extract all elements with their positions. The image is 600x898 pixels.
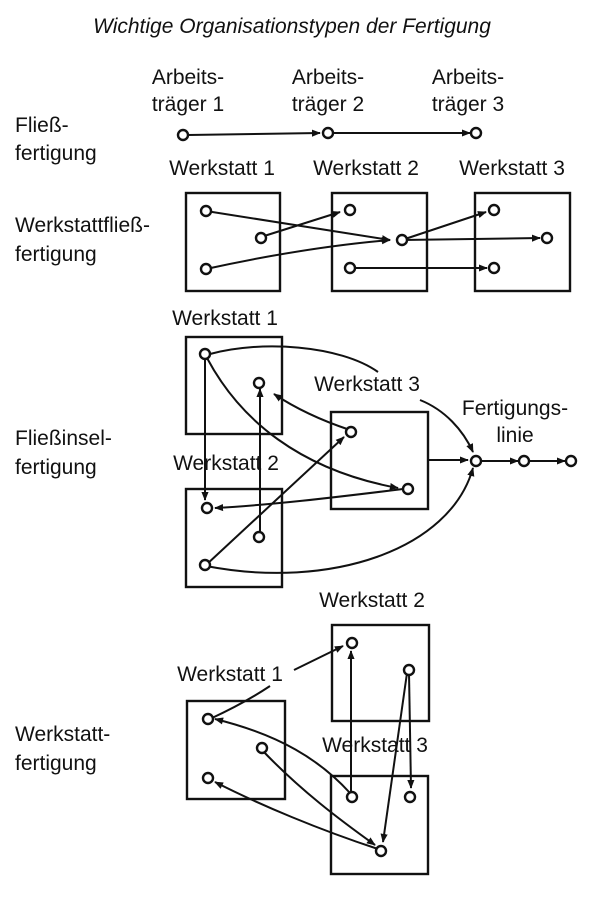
flow-arrow bbox=[401, 211, 487, 241]
workstation-node bbox=[176, 128, 190, 142]
fertigungslinie-node bbox=[517, 454, 531, 468]
flow-curve bbox=[211, 685, 271, 719]
workstation-node bbox=[401, 482, 415, 496]
flow-arrow bbox=[380, 672, 408, 843]
werkstatt-3-box bbox=[473, 191, 572, 293]
workstation-node bbox=[469, 126, 483, 140]
workstation-node bbox=[345, 790, 359, 804]
workstation-node bbox=[487, 261, 501, 275]
werkstatt-1-box bbox=[184, 335, 284, 436]
fertigungslinie-label: Fertigungs- bbox=[462, 397, 568, 420]
arbeitstraeger-1-label: träger 1 bbox=[152, 93, 224, 116]
row-label-werkstattfertigung: Werkstatt- fertigung bbox=[15, 723, 110, 775]
workstation-node bbox=[201, 712, 215, 726]
fertigungslinie-node bbox=[469, 454, 483, 468]
werkstatt-1-label: Werkstatt 1 bbox=[172, 307, 278, 330]
flow-arrow bbox=[260, 211, 341, 238]
workstation-node bbox=[403, 790, 417, 804]
workstation-node bbox=[343, 203, 357, 217]
row-label-line: fertigung bbox=[15, 142, 97, 165]
werkstattfertigung-section: Werkstatt 2 Werkstatt 1 Werkstatt 3 bbox=[177, 589, 431, 876]
werkstatt-3-box bbox=[329, 410, 430, 511]
fliessinselfertigung-section: Werkstatt 1 Werkstatt 3 Werkstatt 2 Fert… bbox=[172, 307, 578, 589]
workstation-node bbox=[402, 663, 416, 677]
flow-arrow bbox=[205, 237, 391, 270]
workstation-node bbox=[199, 262, 213, 276]
werkstatt-2-box bbox=[330, 623, 431, 723]
flow-arrow bbox=[214, 717, 351, 794]
flow-arrow bbox=[407, 672, 415, 789]
werkstatt-3-box bbox=[329, 774, 430, 876]
row-label-line: fertigung bbox=[15, 243, 97, 266]
workstation-node bbox=[344, 425, 358, 439]
flow-arrow bbox=[205, 436, 345, 566]
row-label-werkstattfliessfertigung: Werkstattfließ- fertigung bbox=[15, 214, 150, 266]
werkstatt-1-box bbox=[185, 699, 287, 801]
werkstatt-1-label: Werkstatt 1 bbox=[177, 663, 283, 686]
werkstatt-2-label: Werkstatt 2 bbox=[173, 452, 279, 475]
arbeitstraeger-1-label: Arbeits- bbox=[152, 66, 224, 89]
workstation-node bbox=[201, 771, 215, 785]
flow-arrow bbox=[401, 234, 541, 242]
workstation-node bbox=[395, 233, 409, 247]
workstation-node bbox=[540, 231, 554, 245]
flow-arrow bbox=[206, 357, 399, 491]
row-label-line: Werkstattfließ- bbox=[15, 214, 150, 237]
row-label-line: Fließ- bbox=[15, 114, 69, 137]
row-label-line: fertigung bbox=[15, 752, 97, 775]
flow-arrow bbox=[261, 749, 376, 846]
werkstatt-3-label: Werkstatt 3 bbox=[322, 734, 428, 757]
flow-arrow bbox=[214, 781, 379, 850]
werkstatt-2-box bbox=[184, 487, 284, 589]
row-label-fliessinselfertigung: Fließinsel- fertigung bbox=[15, 427, 112, 479]
flow-arrow bbox=[419, 399, 474, 453]
workstation-node bbox=[255, 741, 269, 755]
werkstatt-3-label: Werkstatt 3 bbox=[314, 373, 420, 396]
flow-curve bbox=[209, 345, 379, 373]
arbeitstraeger-2-label: träger 2 bbox=[292, 93, 364, 116]
diagram-title: Wichtige Organisationstypen der Fertigun… bbox=[93, 15, 491, 38]
workstation-node bbox=[345, 636, 359, 650]
flow-arrow bbox=[293, 645, 344, 671]
werkstatt-3-label: Werkstatt 3 bbox=[459, 157, 565, 180]
workstation-node bbox=[199, 204, 213, 218]
werkstatt-2-label: Werkstatt 2 bbox=[313, 157, 419, 180]
workstation-node bbox=[198, 347, 212, 361]
arbeitstraeger-3-label: träger 3 bbox=[432, 93, 504, 116]
fertigungslinie-label: linie bbox=[496, 424, 533, 447]
row-label-fliessfertigung: Fließ- fertigung bbox=[15, 114, 97, 165]
arbeitstraeger-2-label: Arbeits- bbox=[292, 66, 364, 89]
werkstattfliessfertigung-section: Werkstatt 1 Werkstatt 2 Werkstatt 3 bbox=[169, 157, 572, 293]
werkstatt-2-box bbox=[330, 191, 429, 293]
workstation-node bbox=[487, 203, 501, 217]
workstation-node bbox=[374, 844, 388, 858]
workstation-node bbox=[198, 558, 212, 572]
row-label-line: Werkstatt- bbox=[15, 723, 110, 746]
workstation-node bbox=[252, 376, 266, 390]
workstation-node bbox=[200, 501, 214, 515]
flow-arrow bbox=[214, 488, 404, 512]
werkstatt-2-label: Werkstatt 2 bbox=[319, 589, 425, 612]
workstation-node bbox=[343, 261, 357, 275]
fliessfertigung-section: Arbeits- träger 1 Arbeits- träger 2 Arbe… bbox=[152, 66, 504, 142]
werkstatt-1-label: Werkstatt 1 bbox=[169, 157, 275, 180]
arbeitstraeger-3-label: Arbeits- bbox=[432, 66, 504, 89]
workstation-node bbox=[252, 530, 266, 544]
flow-arrow bbox=[273, 393, 351, 431]
workstation-node bbox=[321, 126, 335, 140]
row-label-line: Fließinsel- bbox=[15, 427, 112, 450]
werkstatt-1-box bbox=[184, 191, 282, 293]
flow-arrow bbox=[205, 467, 475, 574]
flow-arrow bbox=[187, 129, 321, 137]
fertigungslinie-node bbox=[564, 454, 578, 468]
workstation-node bbox=[254, 231, 268, 245]
row-label-line: fertigung bbox=[15, 456, 97, 479]
